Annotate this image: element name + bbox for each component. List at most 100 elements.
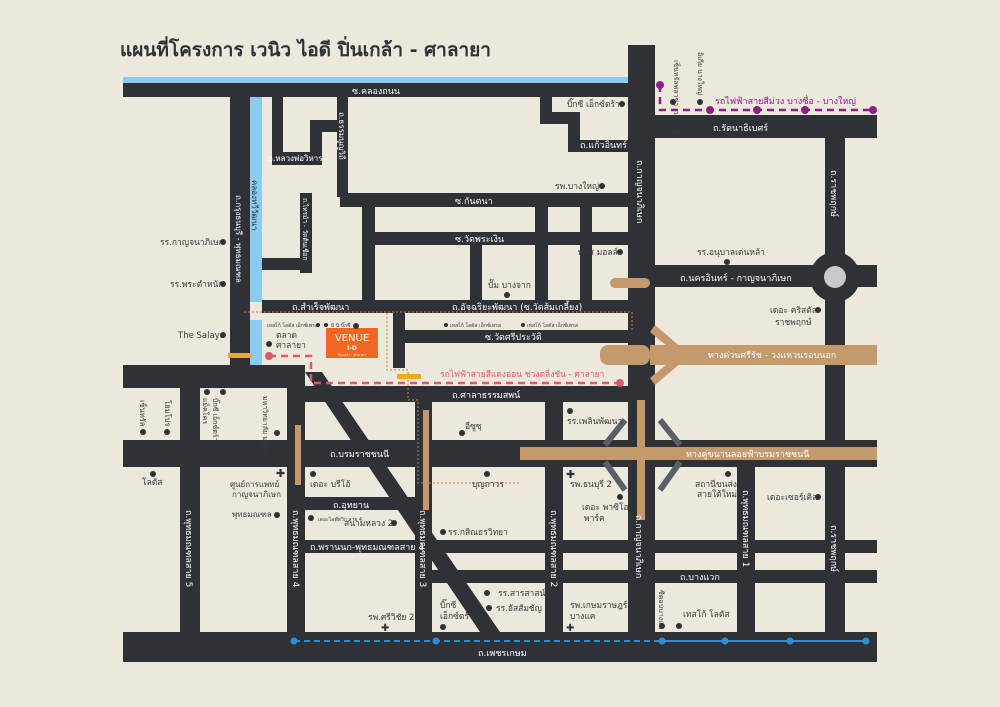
- rail-crossing-icons: [228, 353, 421, 379]
- place-label: เซ็นทรัล: [138, 400, 148, 426]
- road-label: ทางด่วนศรีรัช - วงแหวนรอบนอก: [708, 350, 836, 361]
- road-label: ซ.วัดพระเงิน: [455, 234, 504, 245]
- place-label: โฮมโปร: [163, 400, 172, 426]
- purple-line-label: รถไฟฟ้าสายสีม่วง บางซื่อ - บางใหญ่: [715, 94, 856, 107]
- canals: [123, 77, 628, 365]
- road-label: ถ.ราชพฤกษ์: [828, 170, 840, 217]
- place-label: รร.พระตำหนัก: [170, 280, 223, 290]
- si-rat-expressway: [650, 345, 877, 365]
- place-label: อิเกีย บางใหญ่: [696, 52, 705, 95]
- place-label: ปั๊ม บางจาก: [488, 278, 531, 291]
- place-label: สายใต้ใหม่: [697, 489, 737, 500]
- road-network: [123, 45, 877, 662]
- place-label: แม็คโคร: [201, 398, 210, 424]
- place-label: บุญถาวร: [472, 480, 504, 490]
- road-label: ถ.ธรรมนูญวิถี: [336, 112, 346, 160]
- place-label: ตลาด: [276, 331, 297, 341]
- venue-tagline: ปิ่นเกล้า - ศาลายา: [338, 352, 366, 357]
- place-label: สนามหลวง 2: [344, 519, 393, 529]
- road-label: ถ.ศาลาธรรมสพน์: [452, 389, 520, 401]
- road-label: ถ.รัตนาธิเบศร์: [713, 122, 768, 134]
- venue-marker[interactable]: VENUE I-D ปิ่นเกล้า - ศาลายา: [326, 323, 378, 358]
- road-label: ถ.พุทธมณฑลสาย 3: [417, 510, 427, 587]
- place-label: รพ.เกษมราษฎร์: [570, 600, 628, 611]
- place-label: มหาวิทยาลัย มหิดล: [261, 396, 269, 454]
- place-labels: บิ๊กซี เอ็กซ์ตร้า เซ็นทรัลพลาซ่า เวสต์เก…: [138, 52, 821, 634]
- red-line-label: รถไฟฟ้าสายสีแดงอ่อน ช่วงตลิ่งชัน - ศาลาย…: [440, 368, 604, 380]
- road-label: ถ.อุทยาน: [333, 501, 369, 511]
- place-label: มิ นิ บิ๊กซี: [331, 321, 351, 329]
- place-label: รร.สารสาสน์: [498, 588, 546, 599]
- place-label: บิ๊กซี เอ็กซ์ตร้า: [211, 398, 221, 442]
- road-label: ถ.นครอินทร์ - กาญจนาภิเษก: [680, 272, 792, 284]
- road-label: ถ.พุทธมณฑลสาย 1: [740, 490, 750, 567]
- venue-sub: I-D: [347, 345, 357, 352]
- roundabout-icon: [824, 266, 846, 288]
- place-label: รร.กสิณธรวิทยา: [448, 528, 508, 538]
- road-label: ถ.ไทรม้า - วัดต้นเชือก: [301, 198, 309, 261]
- hospital-icon: ✚: [566, 623, 574, 634]
- place-label: เทสโก้ โลตัส เอ็กซ์เพรส: [527, 321, 578, 329]
- place-label: เทสโก้ โลตัส: [683, 609, 730, 620]
- canal-label: คลองทวีวัฒนา: [250, 180, 259, 230]
- place-label: โลตัส: [142, 477, 163, 488]
- place-label: รพ.ศรีวิชัย 2: [368, 612, 414, 623]
- road-label: ถ.กรุงธนบุรี - พุทธมณฑล: [234, 195, 243, 283]
- place-label: เดอะ พาซิโอ: [582, 502, 629, 513]
- place-label: อีซูซุ: [465, 421, 482, 432]
- place-label: พลัส มอลล์: [578, 247, 618, 258]
- map-title: แผนที่โครงการ เวนิว ไอดี ปิ่นเกล้า - ศาล…: [120, 36, 491, 61]
- place-label: บางแค: [570, 612, 595, 622]
- place-label: รร.เพลินพัฒนา: [567, 417, 622, 427]
- road-label: ถ.อัจฉริยะพัฒนา (ซ.วัดส้มเกลี้ยง): [452, 300, 582, 313]
- expressways: [295, 278, 877, 520]
- place-label: พุทธมณฑล: [232, 510, 272, 519]
- place-label: เดอะ คริสตัล: [770, 306, 817, 316]
- access-route-2: [386, 313, 520, 484]
- place-label: เอ็กซ์ตร้า: [440, 610, 474, 622]
- place-label: ราชพฤกษ์: [775, 317, 812, 328]
- road-label: ถ.บางแวก: [680, 573, 720, 583]
- road-label: ซ.วัดศรีประวัติ: [485, 332, 542, 343]
- canal-thawi: [250, 97, 262, 302]
- road-label: ถ.พุทธมณฑลสาย 4: [290, 510, 300, 588]
- road-label: ถ.พุทธมณฑลสาย 2: [548, 510, 558, 587]
- interchange: [602, 418, 683, 492]
- road-label: ถ.กาญจนาภิเษก: [633, 515, 644, 578]
- place-label: กาญจนาภิเษก: [232, 490, 281, 499]
- place-label: ซีคอนบางแค: [657, 590, 665, 630]
- place-label: เดอะไลฟ์ทวิก สาย 4: [318, 516, 362, 523]
- road-label: ถ.ราชพฤกษ์: [828, 525, 840, 572]
- place-label: รพ.บางใหญ่: [555, 181, 599, 192]
- place-label: เดอะเซอร์เคิล: [767, 492, 817, 503]
- hospital-icon: ✚: [381, 623, 389, 634]
- purple-line: [656, 81, 877, 114]
- road-label: ถ.สำเร็จพัฒนา: [292, 300, 349, 313]
- road-label: ซ.คลองถนน: [352, 87, 400, 97]
- road-labels: ซ.คลองถนน ถ.หลวงพ่อวิหาร ถ.ธรรมนูญวิถี ถ…: [183, 87, 840, 659]
- road-label: ทางคู่ขนานลอยฟ้าบรมราชชนนี: [686, 449, 809, 460]
- place-label: รพ.ธนบุรี 2: [570, 479, 612, 490]
- place-label: The Salaya: [177, 331, 225, 341]
- place-label: เดอะ บรีโอ้: [310, 479, 350, 490]
- venue-name: VENUE: [335, 333, 369, 344]
- access-route: [244, 311, 633, 330]
- place-label: รร.อัสสัมชัญ: [496, 604, 542, 614]
- place-label: เทสโก้ โลตัส เอ็กซ์เพรส: [450, 321, 501, 329]
- place-label: ศูนย์การแพทย์: [230, 479, 279, 490]
- place-label: บิ๊กซี: [440, 598, 457, 611]
- place-label: พาร์ค: [584, 513, 605, 524]
- place-label: เซ็นทรัลพลาซ่า เวสต์เกต: [672, 60, 681, 135]
- red-line: [265, 352, 624, 387]
- road-label: ถ.แก้วอินทร์: [580, 139, 627, 151]
- road-label: ถ.หลวงพ่อวิหาร: [268, 154, 323, 163]
- place-label: ศาลายา: [276, 341, 306, 351]
- blue-line: [290, 637, 870, 645]
- borom-elevated: [520, 447, 877, 460]
- canal-top: [123, 77, 628, 83]
- road-label: ซ.กันตนา: [455, 197, 493, 207]
- place-label: เทสโก้ โลตัส เอ็กซ์เพรส: [267, 321, 318, 329]
- place-label: รร.อนุบาลเด่นหล้า: [697, 247, 765, 258]
- place-label: รร.กาญจนาภิเษก: [160, 238, 224, 248]
